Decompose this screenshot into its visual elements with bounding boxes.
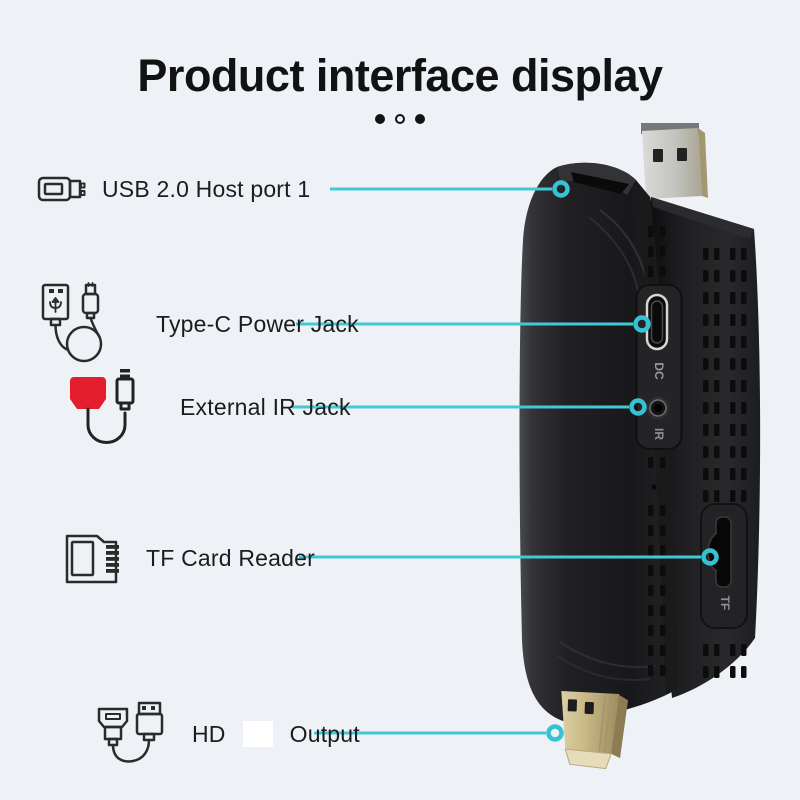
micro-sd-card-icon [58, 530, 132, 586]
hdmi-label-suffix: Output [289, 720, 360, 747]
usb-callout-ring [552, 180, 570, 198]
connector-contact-hole [653, 149, 663, 162]
pager-dot-filled [375, 113, 385, 124]
callout-rings [546, 180, 719, 742]
connector-top-cap [641, 123, 699, 134]
hdmi-label-prefix: HD [192, 720, 226, 747]
hdmi-connector-top [641, 123, 708, 199]
body-highlight [555, 654, 651, 681]
pinhole [651, 484, 657, 490]
pager-dot-filled [415, 113, 425, 124]
ir-port-label: IR [652, 428, 666, 440]
front-stick: DC IR [519, 162, 683, 722]
hdmi-cable-icon [92, 699, 178, 769]
callout-type-c: Type-C Power Jack [30, 281, 359, 367]
callout-ir: External IR Jack [62, 367, 351, 447]
connector-top-side [698, 128, 708, 198]
tf-callout-ring [701, 548, 719, 566]
ir-jack-hole [654, 404, 662, 412]
ir-callout-ring [629, 398, 647, 416]
callout-usb: USB 2.0 Host port 1 [36, 170, 310, 208]
pager-dot-open [395, 113, 405, 124]
usb-label: USB 2.0 Host port 1 [102, 175, 311, 202]
port-panel: DC IR [635, 284, 683, 450]
connector-bottom-tip [564, 748, 612, 770]
connector-bottom-side [611, 693, 629, 759]
connector-contact-hole [677, 148, 687, 161]
page-title: Product interface display [137, 50, 663, 101]
callout-tf: TF Card Reader [58, 530, 315, 586]
ir-label: External IR Jack [180, 393, 351, 420]
type-c-port-inner [650, 300, 664, 344]
connector-contact-hole [567, 699, 578, 712]
usb-plug-icon [36, 170, 88, 208]
usb-host-port-opening [571, 172, 629, 194]
hdmi-callout-ring [546, 724, 564, 742]
tf-label: TF Card Reader [146, 544, 315, 571]
pager-dots [0, 112, 800, 126]
tf-card-slot: TF [700, 503, 748, 629]
censored-text-box [242, 721, 273, 747]
usb-cable-icon [30, 281, 142, 367]
dc-port-label: DC [652, 362, 666, 380]
callout-lines [292, 187, 701, 735]
front-stick-vent-grid [648, 226, 666, 676]
callout-hdmi: HD Output [92, 699, 360, 769]
type-c-callout-ring [633, 315, 651, 333]
back-stick-top-face [651, 197, 754, 239]
body-highlight [559, 641, 656, 668]
type-c-label: Type-C Power Jack [156, 310, 359, 337]
hdmi-connector-bottom [561, 690, 629, 770]
connector-top-body [642, 128, 702, 199]
connector-contact-hole [584, 701, 594, 715]
tf-port-label: TF [718, 596, 732, 611]
connector-edge-lines [598, 695, 612, 753]
ir-extension-cable-icon [62, 367, 166, 447]
back-stick-vent-grid [703, 248, 747, 678]
tf-slot-opening [715, 516, 732, 588]
